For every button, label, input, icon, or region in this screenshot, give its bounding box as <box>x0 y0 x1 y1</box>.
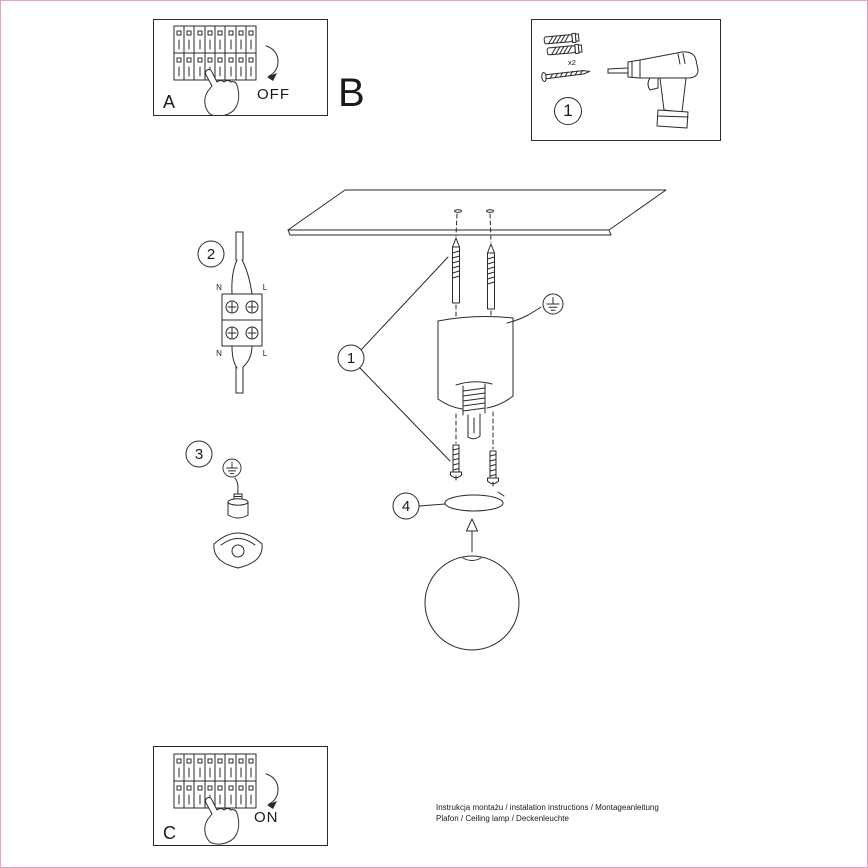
terminal-label-l-top: L <box>263 283 268 292</box>
lamp-base <box>437 316 514 410</box>
retaining-ring <box>444 491 505 512</box>
ceiling-panel <box>287 189 667 236</box>
glass-ball-shade <box>424 555 520 651</box>
step-2-number: 2 <box>207 246 215 263</box>
panel-c-letter: C <box>163 823 176 843</box>
step-2-wiring: 2 N L N L <box>197 231 268 394</box>
power-off-panel: A OFF <box>153 19 328 116</box>
ground-wire <box>506 306 542 324</box>
terminal-block <box>221 293 263 347</box>
fixing-screw-left <box>450 444 462 481</box>
step-3-number: 3 <box>195 446 203 463</box>
power-on-label: ON <box>254 809 279 826</box>
drill-icon <box>607 51 699 129</box>
footer-text: Instrukcja montażu / instalation instruc… <box>436 802 659 824</box>
footer-line-1: Instrukcja montażu / instalation instruc… <box>436 803 659 812</box>
panel-a-letter: A <box>163 92 176 112</box>
callout-1: 1 <box>337 256 451 462</box>
breaker-box-drawing <box>173 753 279 845</box>
step-3-bracket: 3 <box>185 440 263 569</box>
terminal-label-l-bottom: L <box>263 349 268 358</box>
section-b-label: B <box>338 71 365 115</box>
callout-1-number: 1 <box>347 350 355 367</box>
wall-plug-icon <box>543 32 580 46</box>
socket-thread <box>462 383 486 440</box>
callout-4: 4 <box>392 492 446 520</box>
callout-4-number: 4 <box>402 498 410 515</box>
power-off-label: OFF <box>257 86 290 103</box>
earth-icon-small <box>222 458 242 478</box>
fixing-screw-right <box>487 450 499 487</box>
hanger-screw-right <box>487 243 495 310</box>
tools-step-number: 1 <box>563 101 573 120</box>
terminal-label-n-bottom: N <box>216 349 222 358</box>
terminal-label-n-top: N <box>216 283 222 292</box>
up-arrow-icon <box>466 518 478 553</box>
tools-panel: x2 1 <box>531 19 721 141</box>
power-on-panel: C ON <box>153 746 328 846</box>
plug-quantity-label: x2 <box>568 58 576 67</box>
footer-line-2: Plafon / Ceiling lamp / Deckenleuchte <box>436 814 569 823</box>
wall-plug-icon <box>546 43 583 57</box>
tools-step-badge: 1 <box>554 97 582 125</box>
hanger-screw-left <box>452 237 460 304</box>
earth-icon <box>542 293 564 315</box>
screw-icon <box>540 66 591 83</box>
alignment-guides <box>455 213 494 450</box>
ceiling-bracket <box>213 532 263 569</box>
earth-terminal <box>227 493 249 519</box>
